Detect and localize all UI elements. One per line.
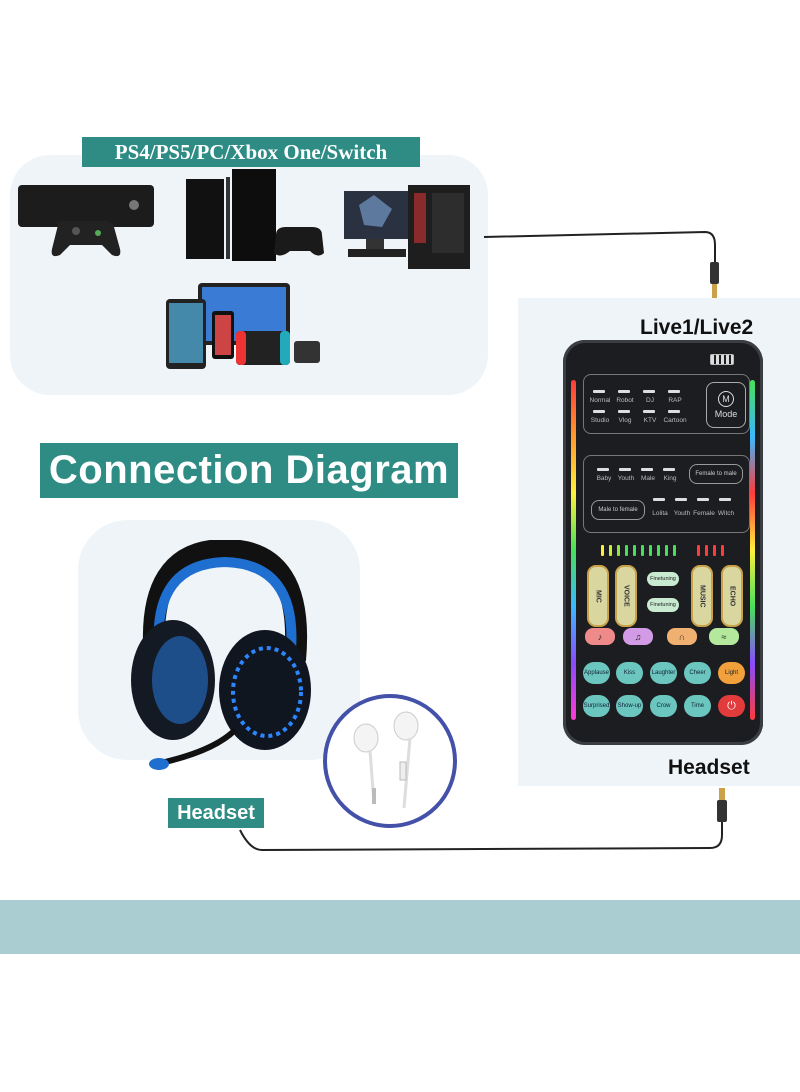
xbox-console-icon [18,185,154,227]
voice-witch[interactable]: Witch [717,510,735,517]
effect-group [583,374,750,434]
earphones-icon [353,711,419,809]
effect-studio[interactable]: Studio [590,417,610,424]
music-slider[interactable]: MUSIC [691,565,713,627]
music-effect-button[interactable]: ♫ [623,628,653,645]
pad-light[interactable]: Light [718,662,745,684]
diagram-title: Connection Diagram [40,443,458,498]
ps4-console-icon [186,169,276,261]
headphone-button[interactable]: ∩ [667,628,697,645]
voice-slider[interactable]: VOICE [615,565,637,627]
mode-icon: M [718,391,734,407]
plug-bottom-icon [717,800,727,822]
live-label: Live1/Live2 [640,316,754,339]
pad-laughter[interactable]: Laughter [650,662,677,684]
pad-show-up[interactable]: Show-up [616,695,643,717]
finetuning-button-1[interactable]: Finetuning [647,572,679,586]
music-note-icon: ♪ [597,631,603,642]
music-effect-icon: ♫ [634,631,642,642]
mode-label: Mode [714,409,738,419]
xbox-controller-icon [51,221,121,257]
gaming-headset-illustration [131,540,311,770]
pad-applause[interactable]: Applause [583,662,610,684]
voice-female[interactable]: Female [693,510,715,517]
effect-vlog[interactable]: Vlog [618,417,632,424]
plug-top-icon [710,262,719,284]
mic-slider[interactable]: MIC [587,565,609,627]
echo-slider[interactable]: ECHO [721,565,743,627]
power-icon: ⏻ [727,699,736,712]
voice-group [583,455,750,533]
voice-youth-2[interactable]: Youth [673,510,691,517]
earphones-circle [323,694,457,828]
effect-cartoon[interactable]: Cartoon [663,417,687,424]
rgb-strip-left [571,380,576,720]
effect-robot[interactable]: Robot [616,397,634,404]
effect-rap[interactable]: RAP [668,397,682,404]
music-note-button[interactable]: ♪ [585,628,615,645]
pad-cheer[interactable]: Cheer [684,662,711,684]
ps4-controller-icon [274,227,324,256]
voice-baby[interactable]: Baby [596,475,612,482]
gaming-pc-icon [344,185,470,269]
pad-crow[interactable]: Crow [650,695,677,717]
rgb-strip-right [750,380,755,720]
headphone-icon: ∩ [678,631,686,642]
power-button[interactable]: ⏻ [718,695,745,717]
mobile-devices-icon [166,283,320,369]
voice-changer-device: Normal Robot DJ RAP Studio Vlog KTV Cart… [563,340,763,745]
voice-lolita[interactable]: Lolita [652,510,668,517]
battery-icon [710,354,734,365]
female-to-male-button[interactable]: Female to male [689,464,743,484]
sound-wave-button[interactable]: ≈ [709,628,739,645]
effect-normal[interactable]: Normal [589,397,611,404]
headset-label-left: Headset [168,798,264,828]
effect-dj[interactable]: DJ [646,397,654,404]
headset-label-right: Headset [668,756,750,779]
devices-illustration [18,169,470,369]
voice-king[interactable]: King [663,475,677,482]
pad-time[interactable]: Time [684,695,711,717]
devices-label: PS4/PS5/PC/Xbox One/Switch [82,137,420,167]
finetuning-button-2[interactable]: Finetuning [647,598,679,612]
bottom-band [0,900,800,954]
pad-surprised[interactable]: Surprised [583,695,610,717]
sound-wave-icon: ≈ [721,631,727,642]
pad-kiss[interactable]: Kiss [616,662,643,684]
voice-male[interactable]: Male [640,475,656,482]
mode-button[interactable]: M Mode [706,382,746,428]
effect-ktv[interactable]: KTV [643,417,657,424]
male-to-female-button[interactable]: Male to female [591,500,645,520]
voice-youth[interactable]: Youth [617,475,635,482]
